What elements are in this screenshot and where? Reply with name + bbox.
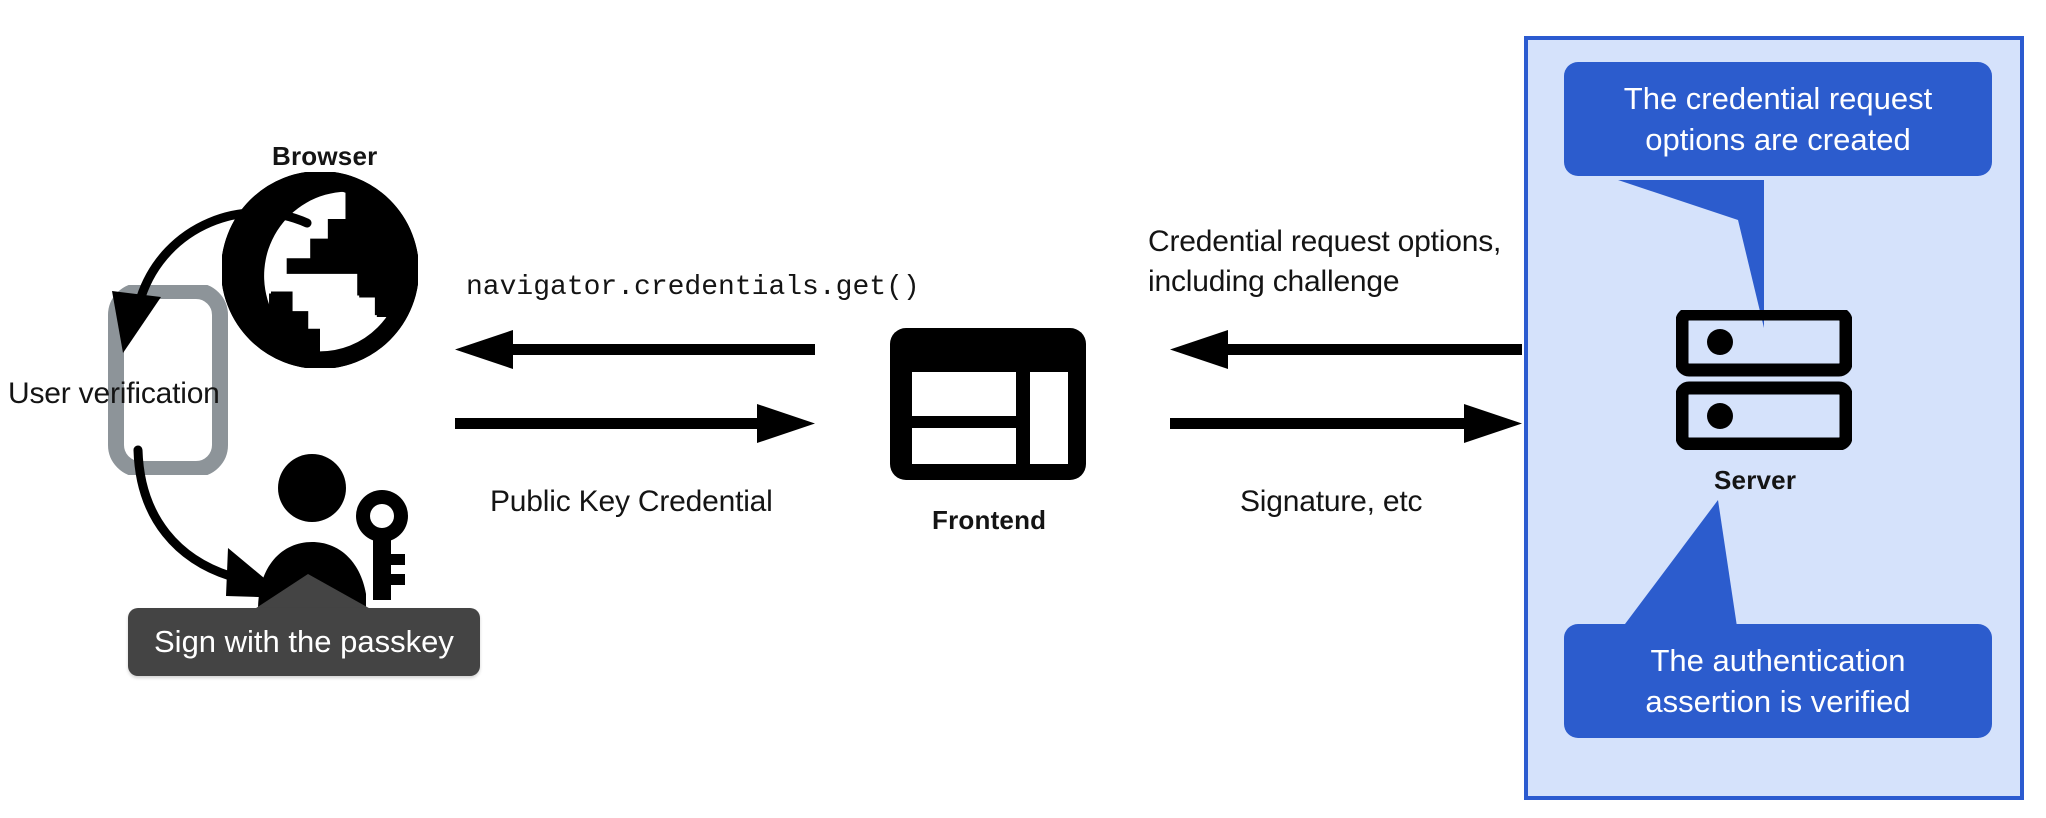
credential-request-options-label-line1: Credential request options, <box>1148 225 1502 258</box>
navigator-credentials-get-label: navigator.credentials.get() <box>466 272 920 303</box>
user-verification-label: User verification <box>8 377 220 410</box>
credential-request-options-label-line2: including challenge <box>1148 265 1400 298</box>
server-rack-icon <box>1675 307 1853 451</box>
arrow-server-to-frontend <box>1170 330 1522 370</box>
callout-bottom-line1: The authentication <box>1650 643 1906 678</box>
arrow-browser-to-phone <box>95 185 325 385</box>
passkey-tooltip: Sign with the passkey <box>128 608 480 676</box>
public-key-credential-label: Public Key Credential <box>490 485 773 518</box>
arrow-browser-to-frontend <box>455 404 815 444</box>
server-panel: The credential request options are creat… <box>1524 36 2024 800</box>
globe-icon <box>221 171 419 369</box>
callout-bottom-line2: assertion is verified <box>1645 684 1911 719</box>
arrow-frontend-to-browser <box>455 330 815 370</box>
callout-authentication-assertion: The authentication assertion is verified <box>1564 624 1992 738</box>
callout-top-line2: options are created <box>1645 122 1911 157</box>
browser-label: Browser <box>272 141 378 171</box>
mobile-phone-icon <box>108 283 228 477</box>
arrow-frontend-to-server <box>1170 404 1522 444</box>
callout-top-line1: The credential request <box>1623 81 1933 116</box>
server-label: Server <box>1714 465 1797 495</box>
callout-top-tail <box>1588 180 1808 330</box>
signature-etc-label: Signature, etc <box>1240 485 1423 518</box>
frontend-label: Frontend <box>932 505 1047 535</box>
passkey-tooltip-pointer <box>250 574 390 614</box>
callout-bottom-tail <box>1588 500 1808 660</box>
browser-window-layout-icon <box>890 328 1086 480</box>
callout-credential-request-options: The credential request options are creat… <box>1564 62 1992 176</box>
